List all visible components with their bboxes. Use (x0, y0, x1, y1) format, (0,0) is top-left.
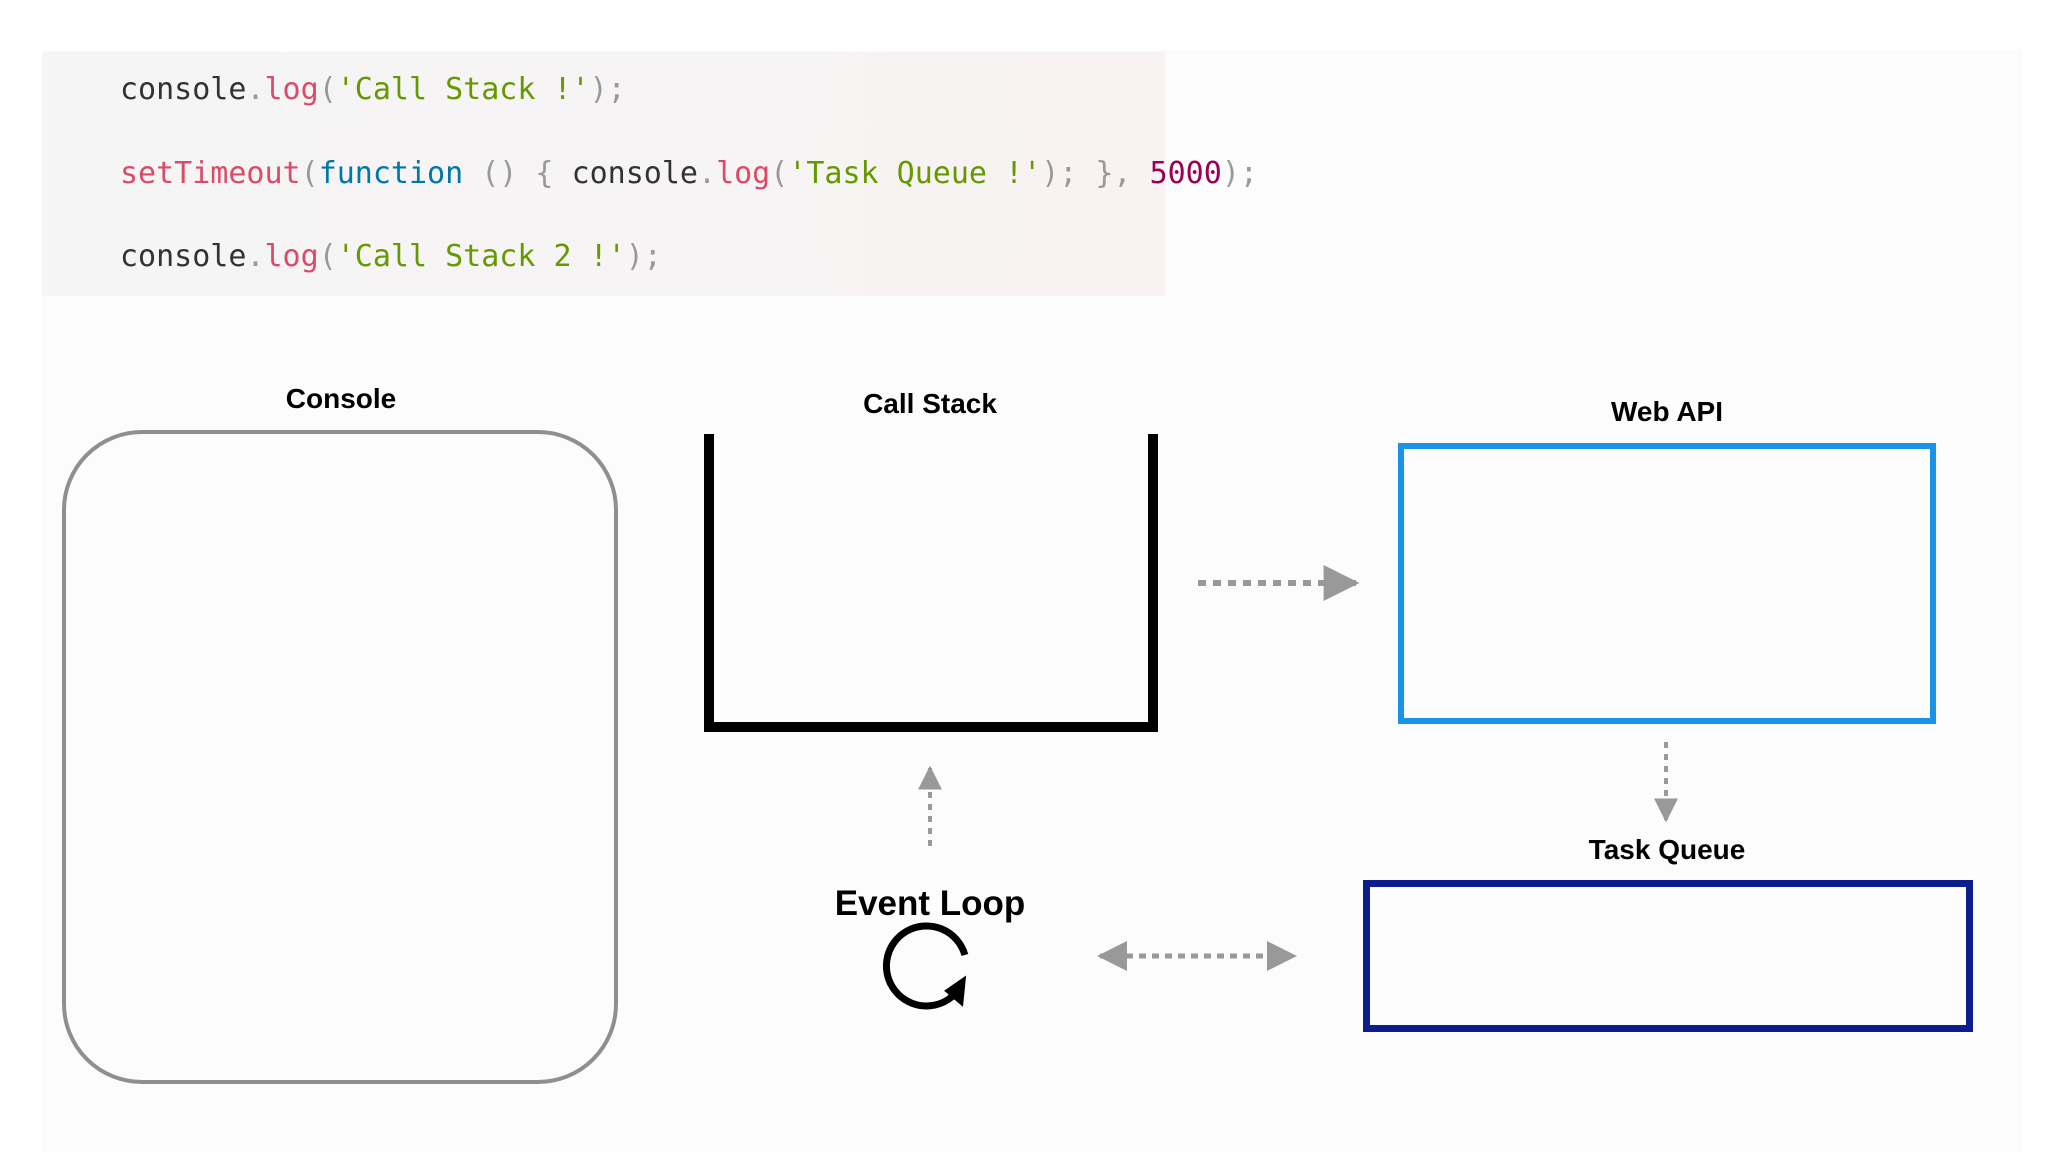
code-token: 'Call Stack 2 !' (336, 239, 626, 274)
code-token: log (264, 239, 319, 274)
code-snippet: console.log('Call Stack !'); setTimeout(… (42, 52, 1258, 296)
code-token: setTimeout (120, 156, 301, 191)
code-token: 5000 (1149, 156, 1222, 191)
call-stack-container (704, 434, 1158, 732)
code-token: ( (318, 72, 337, 107)
code-token: function (318, 156, 464, 191)
code-token: console (120, 239, 247, 274)
console-box (62, 430, 618, 1084)
code-token: console (571, 156, 698, 191)
call-stack-label: Call Stack (863, 388, 997, 419)
code-token: . (246, 239, 265, 274)
code-token: ); (1221, 156, 1258, 191)
code-token: () { (463, 156, 572, 191)
code-token: ); (589, 72, 626, 107)
web-api-box (1398, 443, 1936, 724)
code-line-3: console.log('Call Stack 2 !'); (120, 239, 662, 275)
code-token: log (716, 156, 771, 191)
task-queue-box (1363, 880, 1973, 1032)
circular-arrow-icon (882, 922, 969, 1010)
code-token: ( (770, 156, 789, 191)
console-label: Console (285, 383, 397, 414)
code-token: . (698, 156, 717, 191)
code-token: ); (625, 239, 662, 274)
code-token: ( (300, 156, 319, 191)
web-api-label: Web API (1610, 396, 1723, 427)
code-token: . (246, 72, 265, 107)
code-line-2: setTimeout(function () { console.log('Ta… (120, 156, 1258, 192)
task-queue-label: Task Queue (1588, 834, 1746, 865)
code-token: console (120, 72, 247, 107)
event-loop-label: Event Loop (834, 884, 1026, 923)
code-line-1: console.log('Call Stack !'); (120, 72, 626, 108)
code-token: 'Task Queue !' (788, 156, 1042, 191)
code-token: ); }, (1041, 156, 1150, 191)
code-token: 'Call Stack !' (336, 72, 590, 107)
code-token: log (264, 72, 319, 107)
code-token: ( (318, 239, 337, 274)
